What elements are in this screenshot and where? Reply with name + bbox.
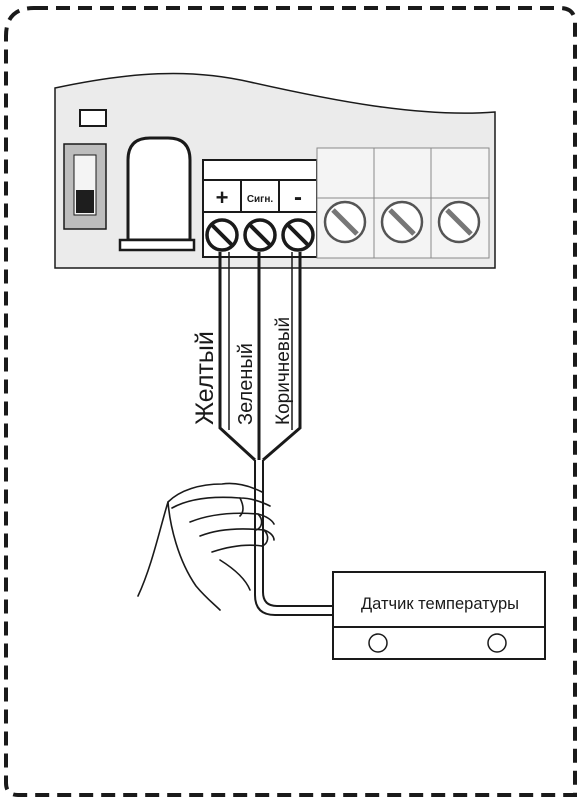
terminal-block-extra (316, 147, 490, 259)
wire-label-yellow: Желтый (191, 331, 219, 425)
terminal-plus-label: + (216, 185, 229, 210)
terminal-block-header (202, 159, 318, 181)
temperature-sensor: Датчик температуры (332, 571, 546, 660)
terminal-screw-extra-1 (323, 200, 367, 244)
sensor-cable (254, 460, 333, 616)
terminal-screw-signal (243, 218, 277, 252)
sensor-mount-hole-left (368, 633, 388, 653)
dip-switch (63, 143, 107, 230)
sensor-label: Датчик температуры (361, 595, 519, 613)
wire-label-brown: Коричневый (273, 317, 294, 425)
wire-yellow (218, 252, 257, 462)
indicator-window (79, 109, 107, 127)
terminal-screws-active (202, 211, 318, 258)
wire-bundle (218, 252, 302, 462)
hand-illustration (137, 482, 275, 611)
wire-label-green: Зеленый (235, 343, 257, 425)
terminal-minus-label: - (294, 184, 302, 211)
terminal-screw-plus (205, 218, 239, 252)
terminal-screw-extra-3 (437, 200, 481, 244)
terminal-signal-label: Сигн. (247, 194, 274, 205)
wire-brown (262, 252, 302, 462)
terminal-labels: + Сигн. - (202, 179, 318, 213)
sensor-mount-hole-right (487, 633, 507, 653)
dashed-frame (4, 6, 577, 797)
terminal-screw-minus (281, 218, 315, 252)
terminal-screw-extra-2 (380, 200, 424, 244)
relay-component (118, 136, 196, 252)
